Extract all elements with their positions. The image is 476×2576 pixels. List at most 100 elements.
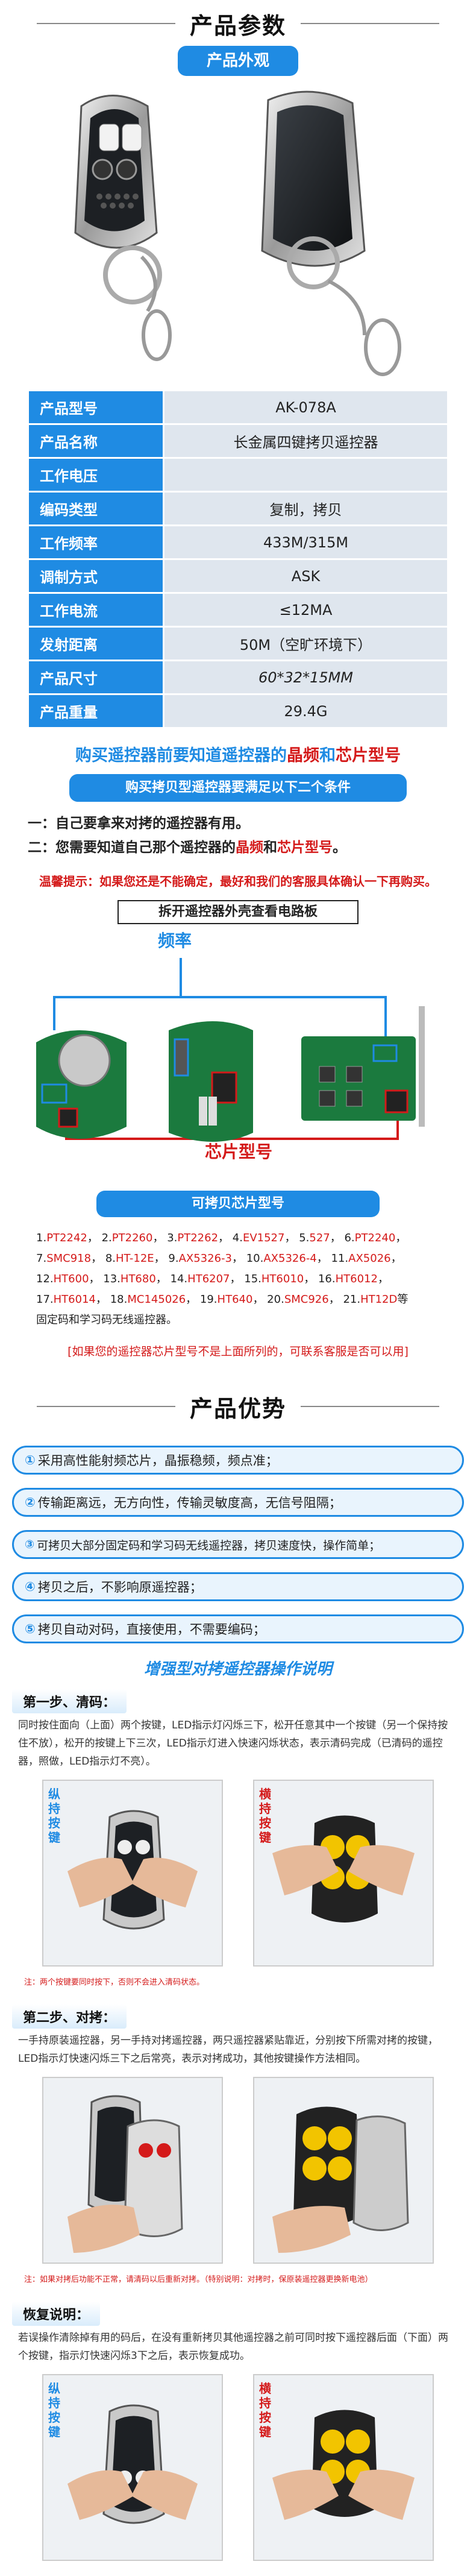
advantage-text: 传输距离远，无方向性，传输灵敏度高，无信号阻隔； <box>37 1496 342 1510</box>
advantages-section-title: 产品优势 <box>0 1385 476 1428</box>
cond-chip: 芯片型号 <box>277 840 333 855</box>
chip-row: 7.SMC918， 8.HT-12E， 9.AX5326-3， 10.AX532… <box>36 1252 402 1265</box>
chip-model: HT6012 <box>335 1273 378 1285</box>
spec-row: 产品名称长金属四键拷贝遥控器 <box>27 423 449 459</box>
step3-photo-right: 横持按键 <box>253 2374 434 2561</box>
hand-remote-illustration <box>272 2410 415 2520</box>
spec-key: 产品型号 <box>27 389 164 425</box>
product-photo <box>27 82 449 383</box>
step1-text: 同时按住面向（上面）两个按键，LED指示灯闪烁三下，松开任意其中一个按键（另一个… <box>18 1719 448 1768</box>
chip-model: MC145026 <box>127 1293 186 1306</box>
chip-model: HT640 <box>217 1293 253 1306</box>
headline-chip: 芯片型号 <box>336 746 401 765</box>
spec-key: 调制方式 <box>27 558 164 594</box>
chip-index: 2. <box>101 1232 112 1244</box>
chip-model: PT2262 <box>177 1232 219 1244</box>
divider <box>301 1406 439 1407</box>
step2-photo-left <box>42 2077 223 2264</box>
step2-text: 一手持原装遥控器，另一手持对拷遥控器，两只遥控器紧贴靠近，分别按下所需对拷的按键… <box>18 2035 438 2065</box>
chip-model: HT-12E <box>116 1252 154 1265</box>
hand-remote-illustration <box>67 2404 198 2524</box>
chip-model: HT600 <box>53 1273 89 1285</box>
spec-value: ≤12MA <box>163 592 449 628</box>
chip-model: HT6014 <box>53 1293 96 1306</box>
spec-value: 长金属四键拷贝遥控器 <box>163 423 449 459</box>
chip-index: 14. <box>170 1273 188 1285</box>
chip-model: PT2260 <box>111 1232 153 1244</box>
advantage-number: ④ <box>25 1579 36 1594</box>
chip-model: AX5326-3 <box>178 1252 232 1265</box>
buying-headline: 购买遥控器前要知道遥控器的晶频和芯片型号 <box>0 742 476 766</box>
chip-row: 1.PT2242， 2.PT2260， 3.PT2262， 4.EV1527， … <box>36 1232 407 1244</box>
advantage-number: ② <box>25 1495 36 1510</box>
step1-photo-right: 横持按键 <box>253 1780 434 1967</box>
spec-value: AK-078A <box>163 389 449 425</box>
freq-label: 频率 <box>158 931 192 951</box>
chip-index: 10. <box>246 1252 264 1265</box>
headline-part: 和 <box>319 746 336 765</box>
advantage-number: ⑤ <box>25 1622 36 1636</box>
spec-value: 复制，拷贝 <box>163 491 449 526</box>
chip-model: HT12D <box>360 1293 398 1306</box>
horizontal-hold-label: 横持按键 <box>259 1787 271 1845</box>
circuit-boards: 频率 芯片型号 <box>0 928 476 1187</box>
spec-key: 产品重量 <box>27 693 164 729</box>
spec-value: 50M（空旷环境下） <box>163 626 449 661</box>
horizontal-hold-label: 横持按键 <box>259 2381 271 2439</box>
spec-row: 工作电压 <box>27 457 449 493</box>
spec-value: 60*32*15MM <box>163 660 449 695</box>
chip-index: 8. <box>105 1252 116 1265</box>
appearance-banner: 产品外观 <box>178 46 298 76</box>
chip-list: 1.PT2242， 2.PT2260， 3.PT2262， 4.EV1527， … <box>0 1228 476 1331</box>
spec-value: ASK <box>163 558 449 594</box>
chip-model: HT6207 <box>187 1273 230 1285</box>
step3-text: 若误操作清除掉有用的码后，在没有重新拷贝其他遥控器之前可同时按下遥控器后面（下面… <box>18 2332 448 2362</box>
purchase-tip: 温馨提示：如果您还是不能确定，最好和我们的客服具体确认一下再购买。 <box>39 874 437 889</box>
vertical-hold-label: 纵持按键 <box>48 2381 60 2439</box>
chip-model: SMC926 <box>284 1293 329 1306</box>
chip-model: HT680 <box>120 1273 156 1285</box>
chip-tail-line: 固定码和学习码无线遥控器。 <box>36 1314 177 1326</box>
chip-index: 15. <box>244 1273 261 1285</box>
headline-part: 购买遥控器前要知道遥控器的 <box>75 746 287 765</box>
cond-freq: 晶频 <box>236 840 263 855</box>
condition-1: 一：自己要拿来对拷的遥控器有用。 <box>28 816 249 831</box>
spec-key: 工作电压 <box>27 457 164 493</box>
chip-index: 1. <box>36 1232 47 1244</box>
conditions-banner: 购买拷贝型遥控器要满足以下二个条件 <box>69 774 407 802</box>
chip-index: 9. <box>168 1252 179 1265</box>
chips-banner: 可拷贝芯片型号 <box>96 1191 380 1217</box>
spec-row: 编码类型复制，拷贝 <box>27 491 449 526</box>
params-section-title: 产品参数 <box>0 0 476 42</box>
chip-model: AX5326-4 <box>263 1252 317 1265</box>
cond-part: 和 <box>263 840 277 855</box>
step3-photo-left: 纵持按键 <box>42 2374 223 2561</box>
spec-key: 产品名称 <box>27 423 164 459</box>
step1-title: 第一步、清码： <box>12 1689 127 1713</box>
chip-index: 19. <box>199 1293 218 1306</box>
step1-note: 注：两个按键要同时按下，否则不会进入清码状态。 <box>24 1978 205 1987</box>
spec-key: 工作电流 <box>27 592 164 628</box>
advantage-text: 可拷贝大部分固定码和学习码无线遥控器，拷贝速度快，操作简单； <box>37 1538 381 1552</box>
chip-index: 11. <box>331 1252 349 1265</box>
step2-note: 注：如果对拷后功能不正常，请清码以后重新对拷。（特别说明：对拷时，保原装遥控器更… <box>24 2275 373 2284</box>
spec-value <box>163 457 449 493</box>
hand-remote-illustration <box>272 1815 415 1923</box>
chip-index: 18. <box>110 1293 128 1306</box>
step2-photo-right <box>253 2077 434 2264</box>
chip-index: 13. <box>103 1273 121 1285</box>
chip-model: HT6010 <box>261 1273 304 1285</box>
spec-key: 编码类型 <box>27 491 164 526</box>
chip-index: 4. <box>232 1232 243 1244</box>
vertical-hold-label: 纵持按键 <box>48 1787 60 1845</box>
